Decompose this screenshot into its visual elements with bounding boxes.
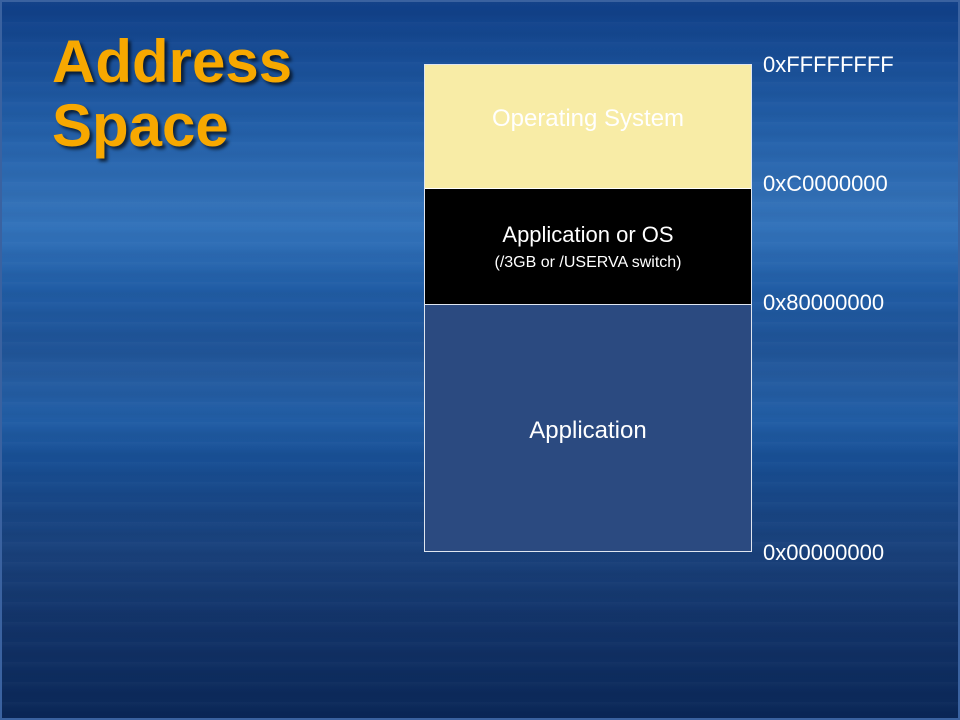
application-or-os-region: Application or OS (/3GB or /USERVA switc…: [425, 189, 751, 305]
address-c0000000: 0xC0000000: [763, 171, 888, 196]
title-line-2: Space: [52, 92, 229, 159]
application-region: Application: [425, 305, 751, 551]
address-top: 0xFFFFFFFF: [763, 52, 894, 77]
switch-sublabel: (/3GB or /USERVA switch): [494, 253, 682, 271]
address-space-diagram: Operating System Application or OS (/3GB…: [424, 64, 752, 552]
slide-title: Address Space: [52, 30, 292, 158]
application-or-os-label: Application or OS: [502, 221, 674, 247]
operating-system-region: Operating System: [425, 65, 751, 189]
operating-system-label: Operating System: [491, 104, 685, 132]
application-label: Application: [529, 417, 647, 444]
address-80000000: 0x80000000: [763, 290, 885, 315]
title-line-1: Address: [52, 28, 293, 95]
address-bottom: 0x00000000: [763, 540, 885, 565]
